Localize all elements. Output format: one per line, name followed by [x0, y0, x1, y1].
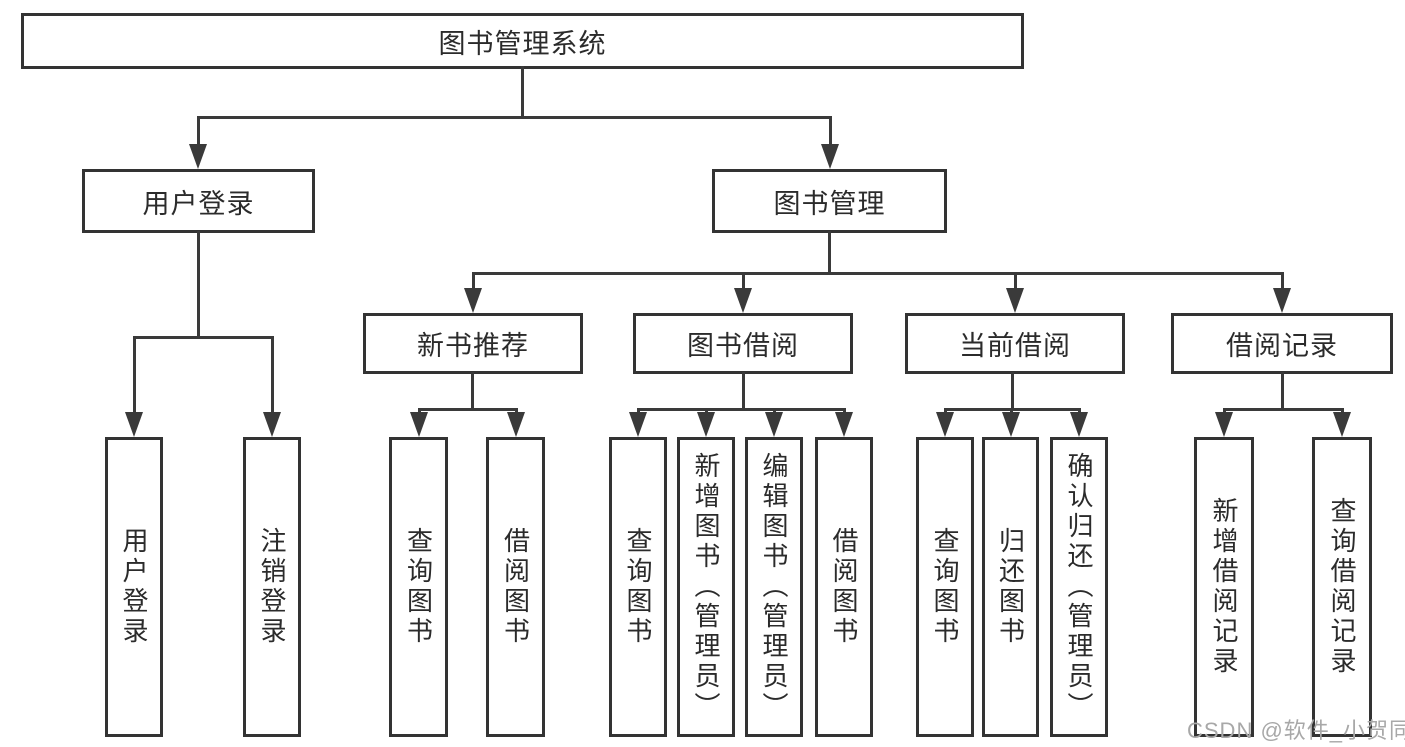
arrowhead-down-icon [629, 412, 647, 437]
leaf-add-borrow-record: 新增借阅记录 [1194, 437, 1254, 737]
node-new-book-recommend-label: 新书推荐 [417, 331, 529, 361]
connector-line [1011, 372, 1014, 409]
node-borrow-records: 借阅记录 [1171, 313, 1393, 374]
leaf-borrow-books-borrow: 借阅图书 [815, 437, 873, 737]
leaf-user-login-label: 用户登录 [119, 527, 149, 647]
arrowhead-down-icon [697, 412, 715, 437]
connector-line [472, 272, 475, 292]
leaf-add-borrow-record-label: 新增借阅记录 [1209, 497, 1239, 677]
arrowhead-down-icon [936, 412, 954, 437]
leaf-user-login: 用户登录 [105, 437, 163, 737]
leaf-query-borrow-record-label: 查询借阅记录 [1327, 497, 1357, 677]
arrowhead-down-icon [507, 412, 525, 437]
node-book-management-branch-label: 图书管理 [773, 188, 886, 219]
leaf-edit-books-admin: 编辑图书（管理员） [745, 437, 803, 737]
leaf-confirm-return-admin-label: 确认归还（管理员） [1064, 452, 1094, 722]
connector-line [133, 336, 136, 416]
arrowhead-down-icon [734, 288, 752, 313]
leaf-logout-login-label: 注销登录 [257, 527, 287, 647]
node-user-login-branch: 用户登录 [82, 169, 315, 233]
connector-line [742, 272, 745, 292]
arrowhead-down-icon [1273, 288, 1291, 313]
leaf-query-books-current: 查询图书 [916, 437, 974, 737]
arrowhead-down-icon [765, 412, 783, 437]
arrowhead-down-icon [1002, 412, 1020, 437]
leaf-confirm-return-admin: 确认归还（管理员） [1050, 437, 1108, 737]
leaf-add-books-admin: 新增图书（管理员） [677, 437, 735, 737]
node-book-management-branch: 图书管理 [712, 169, 947, 233]
arrowhead-down-icon [189, 144, 207, 169]
arrowhead-down-icon [1070, 412, 1088, 437]
arrowhead-down-icon [1333, 412, 1351, 437]
connector-line [197, 116, 832, 119]
node-user-login-branch-label: 用户登录 [142, 188, 255, 219]
leaf-return-books: 归还图书 [982, 437, 1039, 737]
arrowhead-down-icon [821, 144, 839, 169]
connector-line [742, 372, 745, 409]
connector-line [418, 408, 518, 411]
connector-line [1223, 408, 1344, 411]
connector-line [828, 231, 831, 273]
leaf-return-books-label: 归还图书 [995, 527, 1026, 647]
leaf-query-books-borrow-label: 查询图书 [623, 527, 653, 647]
connector-line [472, 272, 1284, 275]
arrowhead-down-icon [410, 412, 428, 437]
connector-line [271, 336, 274, 416]
arrowhead-down-icon [1215, 412, 1233, 437]
leaf-query-books-current-label: 查询图书 [930, 527, 960, 647]
connector-line [133, 336, 274, 339]
connector-line [197, 231, 200, 337]
leaf-query-borrow-record: 查询借阅记录 [1312, 437, 1372, 737]
leaf-borrow-books-borrow-label: 借阅图书 [829, 527, 859, 647]
node-current-borrow: 当前借阅 [905, 313, 1125, 374]
connector-line [197, 116, 200, 146]
arrowhead-down-icon [464, 288, 482, 313]
node-new-book-recommend: 新书推荐 [363, 313, 583, 374]
leaf-logout-login: 注销登录 [243, 437, 301, 737]
node-book-borrow: 图书借阅 [633, 313, 853, 374]
leaf-borrow-books-recommend-label: 借阅图书 [500, 527, 531, 647]
connector-line [521, 66, 524, 118]
connector-line [1014, 272, 1017, 292]
leaf-query-books-recommend: 查询图书 [389, 437, 448, 737]
leaf-add-books-admin-label: 新增图书（管理员） [691, 452, 721, 722]
watermark: CSDN @软件_小贺同学 [1187, 718, 1405, 743]
arrowhead-down-icon [835, 412, 853, 437]
arrowhead-down-icon [1006, 288, 1024, 313]
node-root-label: 图书管理系统 [438, 28, 607, 59]
connector-line [1281, 272, 1284, 292]
connector-line [1281, 372, 1284, 409]
leaf-query-books-borrow: 查询图书 [609, 437, 667, 737]
node-current-borrow-label: 当前借阅 [959, 331, 1071, 361]
connector-line [829, 116, 832, 146]
leaf-query-books-recommend-label: 查询图书 [403, 527, 434, 647]
node-borrow-records-label: 借阅记录 [1226, 331, 1338, 361]
leaf-borrow-books-recommend: 借阅图书 [486, 437, 545, 737]
arrowhead-down-icon [263, 412, 281, 437]
node-root: 图书管理系统 [21, 13, 1024, 69]
leaf-edit-books-admin-label: 编辑图书（管理员） [759, 452, 789, 722]
connector-line [471, 372, 474, 409]
arrowhead-down-icon [125, 412, 143, 437]
node-book-borrow-label: 图书借阅 [687, 331, 799, 361]
connector-line [637, 408, 846, 411]
